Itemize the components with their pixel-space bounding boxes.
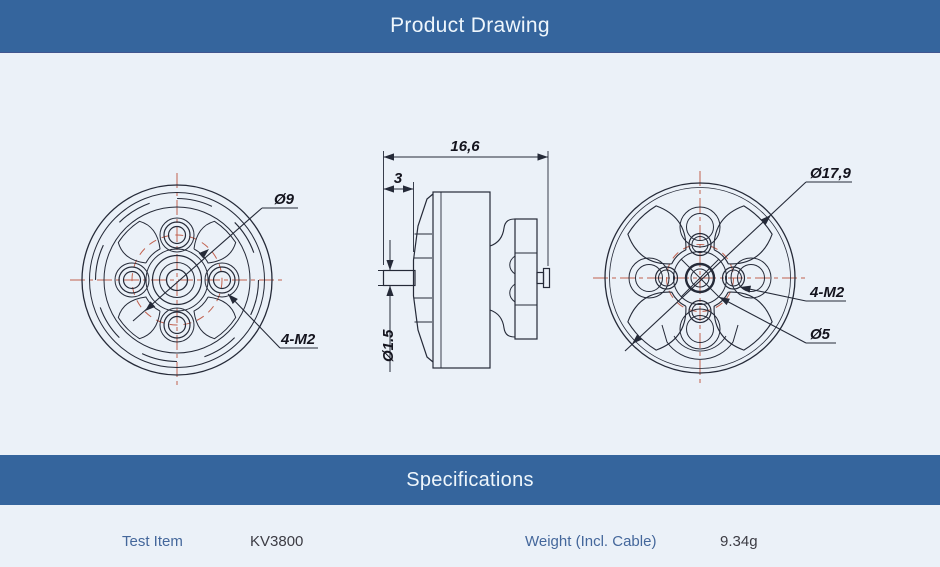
rear-outer-diameter-label: Ø17,9 <box>810 165 852 182</box>
spec-value-test-item: KV3800 <box>250 533 304 550</box>
front-view: Ø9 4-M2 <box>70 173 318 387</box>
front-bolt-circle-dim-label: Ø9 <box>274 191 295 208</box>
side-shaft-diameter-label: Ø1.5 <box>380 329 397 362</box>
side-shaft-diameter-dimension: Ø1.5 <box>378 240 397 372</box>
front-view-bell <box>81 184 273 376</box>
front-bolt-circle-dimension: Ø9 <box>132 191 298 322</box>
spec-value-weight: 9.34g <box>720 533 758 550</box>
front-view-mount-bosses <box>114 217 240 343</box>
spec-label-test-item: Test Item <box>122 533 183 550</box>
rear-view-pockets <box>628 206 772 360</box>
specifications-header: Specifications <box>0 455 940 505</box>
front-view-hub <box>145 248 209 312</box>
side-overall-length-label: 16,6 <box>450 138 480 155</box>
rear-view-screw-holes <box>654 232 746 324</box>
product-drawing-header: Product Drawing <box>0 0 940 53</box>
front-view-centerlines <box>70 173 284 387</box>
spec-label-weight: Weight (Incl. Cable) <box>525 533 657 550</box>
side-view: 16,6 3 Ø1.5 <box>378 138 551 372</box>
rear-view-shell <box>604 182 796 374</box>
front-mount-holes-dimension: 4-M2 <box>225 291 318 349</box>
side-view-outline <box>382 191 551 369</box>
side-shaft-length-label: 3 <box>394 170 403 187</box>
side-overall-length-dimension: 16,6 <box>383 138 549 266</box>
specifications-row: Test Item KV3800 Weight (Incl. Cable) 9.… <box>0 533 940 557</box>
rear-mount-holes-dim-label: 4-M2 <box>809 284 845 301</box>
specifications-title: Specifications <box>406 468 534 491</box>
side-shaft-length-dimension: 3 <box>383 170 414 252</box>
rear-hub-diameter-label: Ø5 <box>810 326 831 343</box>
rear-mount-holes-dimension: 4-M2 <box>739 283 846 302</box>
front-mount-holes-dim-label: 4-M2 <box>280 331 316 348</box>
rear-hub-diameter-dimension: Ø5 <box>717 293 836 344</box>
rear-view: Ø17,9 4-M2 Ø5 <box>593 165 852 385</box>
rear-outer-diameter-dimension: Ø17,9 <box>624 165 852 352</box>
product-drawing-title: Product Drawing <box>390 14 550 37</box>
rear-view-hub <box>673 251 727 305</box>
